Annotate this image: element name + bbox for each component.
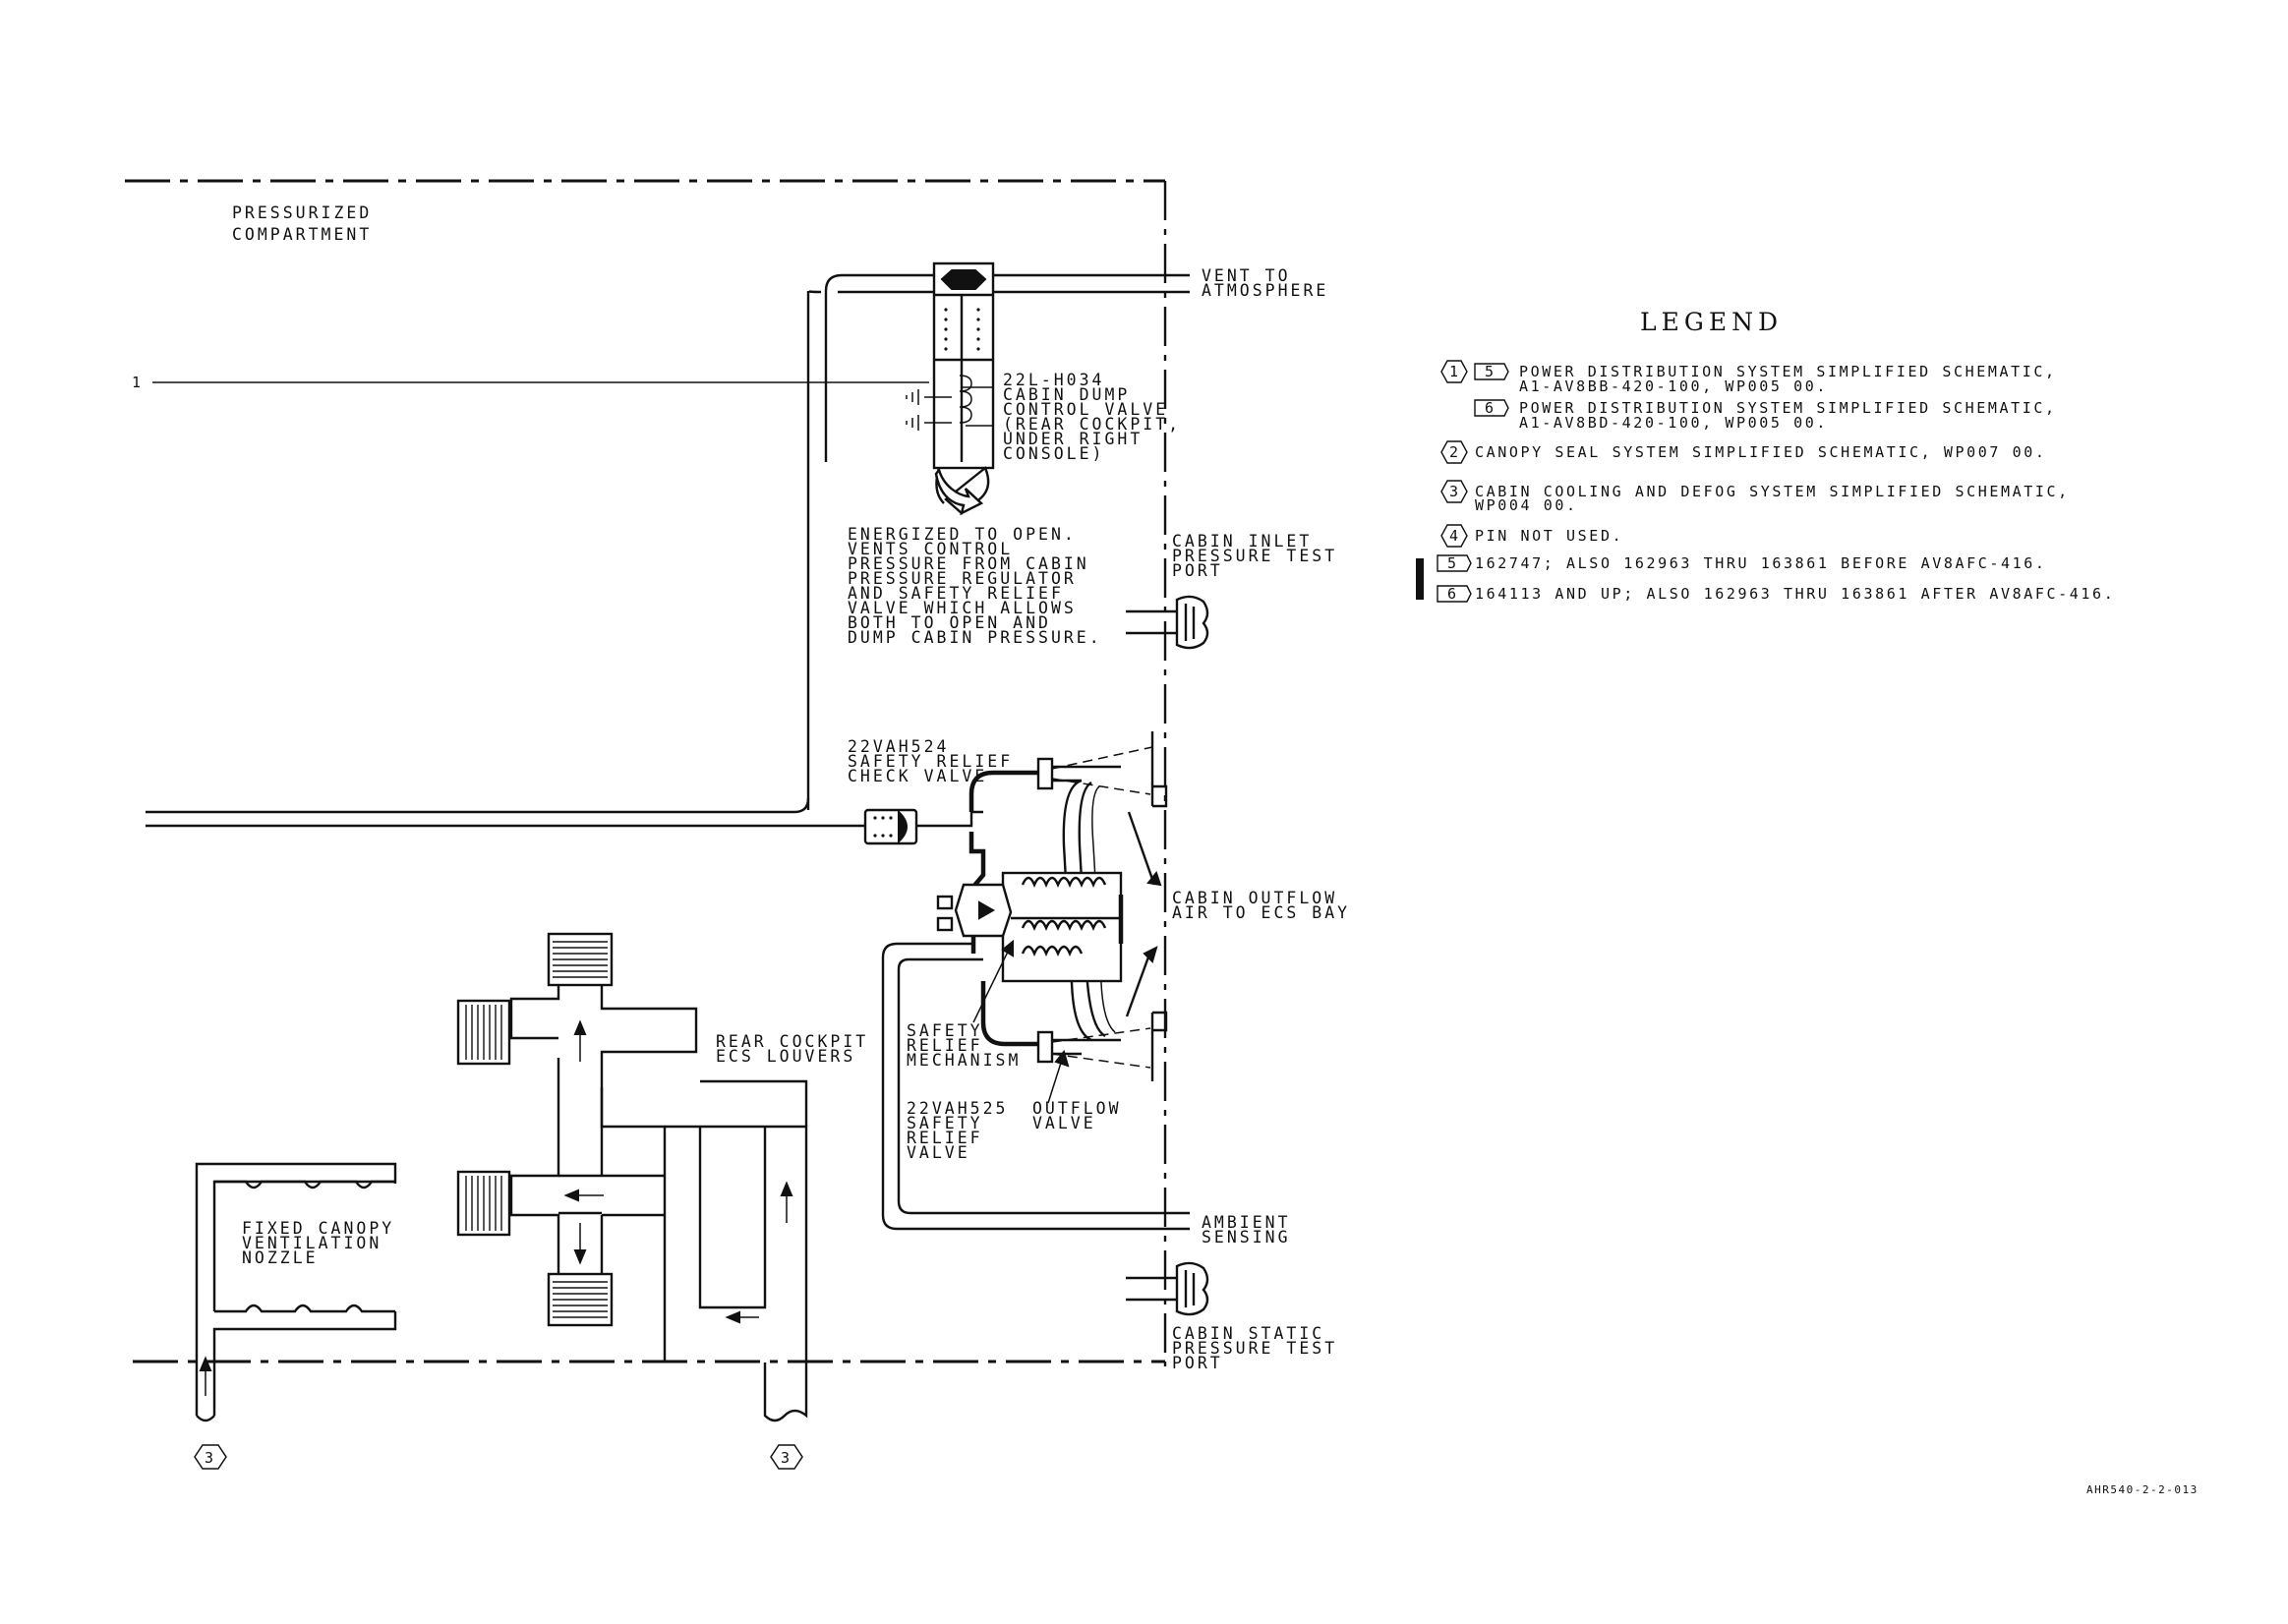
- legend: LEGEND 1 5 POWER DISTRIBUTION SYSTEM SIM…: [1416, 308, 2115, 603]
- outflow-valve-assembly: [936, 731, 1168, 1081]
- energized-note: ENERGIZED TO OPEN. VENTS CONTROL PRESSUR…: [848, 525, 1102, 647]
- svg-text:6: 6: [1447, 585, 1456, 603]
- svg-text:3: 3: [205, 1449, 213, 1467]
- legend-item-6: 6 164113 AND UP; ALSO 162963 THRU 163861…: [1437, 585, 2115, 603]
- ecs-flow-arrows: [563, 1019, 793, 1324]
- svg-text:4: 4: [1449, 527, 1458, 545]
- svg-text:CABIN COOLING AND DEFOG SYSTEM: CABIN COOLING AND DEFOG SYSTEM SIMPLIFIE…: [1475, 483, 2070, 500]
- change-bar: [1416, 558, 1424, 600]
- canopy-ventilation-nozzle: [195, 1162, 397, 1422]
- vent-line: [806, 273, 1190, 810]
- ref-hex-3-right: 3: [770, 1444, 803, 1470]
- svg-text:CANOPY SEAL SYSTEM SIMPLIFIED: CANOPY SEAL SYSTEM SIMPLIFIED SCHEMATIC,…: [1475, 443, 2047, 461]
- svg-text:164113 AND UP; ALSO 162963 THR: 164113 AND UP; ALSO 162963 THRU 163861 A…: [1475, 585, 2115, 603]
- pressurized-compartment-boundary: [125, 179, 1167, 1366]
- legend-item-5: 5 162747; ALSO 162963 THRU 163861 BEFORE…: [1437, 554, 2047, 572]
- svg-text:5: 5: [1447, 554, 1456, 572]
- svg-text:6: 6: [1485, 399, 1494, 417]
- dump-flow-arrowhead: [934, 467, 984, 516]
- ecs-louvers-ducting: [456, 932, 808, 1422]
- dump-valve-label: 22L-H034 CABIN DUMP CONTROL VALVE (REAR …: [1003, 371, 1194, 463]
- cabin-dump-valve: [906, 261, 995, 470]
- svg-text:3: 3: [1449, 483, 1458, 500]
- safety-relief-check-valve: [863, 808, 983, 845]
- outflow-arrows: [1125, 811, 1162, 1017]
- inlet-test-port: [1126, 595, 1209, 650]
- svg-text:POWER DISTRIBUTION SYSTEM SIMP: POWER DISTRIBUTION SYSTEM SIMPLIFIED SCH…: [1519, 399, 2057, 417]
- leader-lines: [972, 939, 1070, 1104]
- legend-item-3: 3 CABIN COOLING AND DEFOG SYSTEM SIMPLIF…: [1440, 480, 2070, 514]
- svg-text:PIN NOT USED.: PIN NOT USED.: [1475, 527, 1623, 545]
- svg-text:WP004 00.: WP004 00.: [1475, 496, 1578, 514]
- ambient-sensing-line: [881, 942, 1190, 1231]
- static-test-port: [1126, 1261, 1209, 1316]
- legend-item-4: 4 PIN NOT USED.: [1440, 524, 1623, 548]
- svg-text:5: 5: [1485, 363, 1494, 380]
- svg-text:A1-AV8BD-420-100, WP005 00.: A1-AV8BD-420-100, WP005 00.: [1519, 414, 1828, 432]
- nozzle-flow-arrow: [199, 1356, 212, 1396]
- svg-text:A1-AV8BB-420-100, WP005 00.: A1-AV8BB-420-100, WP005 00.: [1519, 377, 1828, 395]
- svg-text:POWER DISTRIBUTION SYSTEM SIMP: POWER DISTRIBUTION SYSTEM SIMPLIFIED SCH…: [1519, 363, 2057, 380]
- svg-text:2: 2: [1449, 443, 1458, 461]
- ref-hex-3-left: 3: [194, 1444, 227, 1470]
- svg-text:1: 1: [1449, 363, 1458, 380]
- legend-item-1b: 6 POWER DISTRIBUTION SYSTEM SIMPLIFIED S…: [1474, 399, 2057, 432]
- figure-id: AHR540-2-2-013: [2086, 1483, 2199, 1496]
- louver-slats: [465, 941, 608, 1318]
- svg-text:3: 3: [781, 1449, 790, 1467]
- left-pneumatic-lines: [146, 797, 877, 828]
- left-ref-number: 1: [132, 374, 144, 391]
- legend-title: LEGEND: [1640, 308, 1783, 336]
- legend-item-1: 1 5 POWER DISTRIBUTION SYSTEM SIMPLIFIED…: [1440, 360, 2057, 395]
- legend-item-2: 2 CANOPY SEAL SYSTEM SIMPLIFIED SCHEMATI…: [1440, 440, 2047, 464]
- svg-text:162747; ALSO 162963 THRU 16386: 162747; ALSO 162963 THRU 163861 BEFORE A…: [1475, 554, 2047, 572]
